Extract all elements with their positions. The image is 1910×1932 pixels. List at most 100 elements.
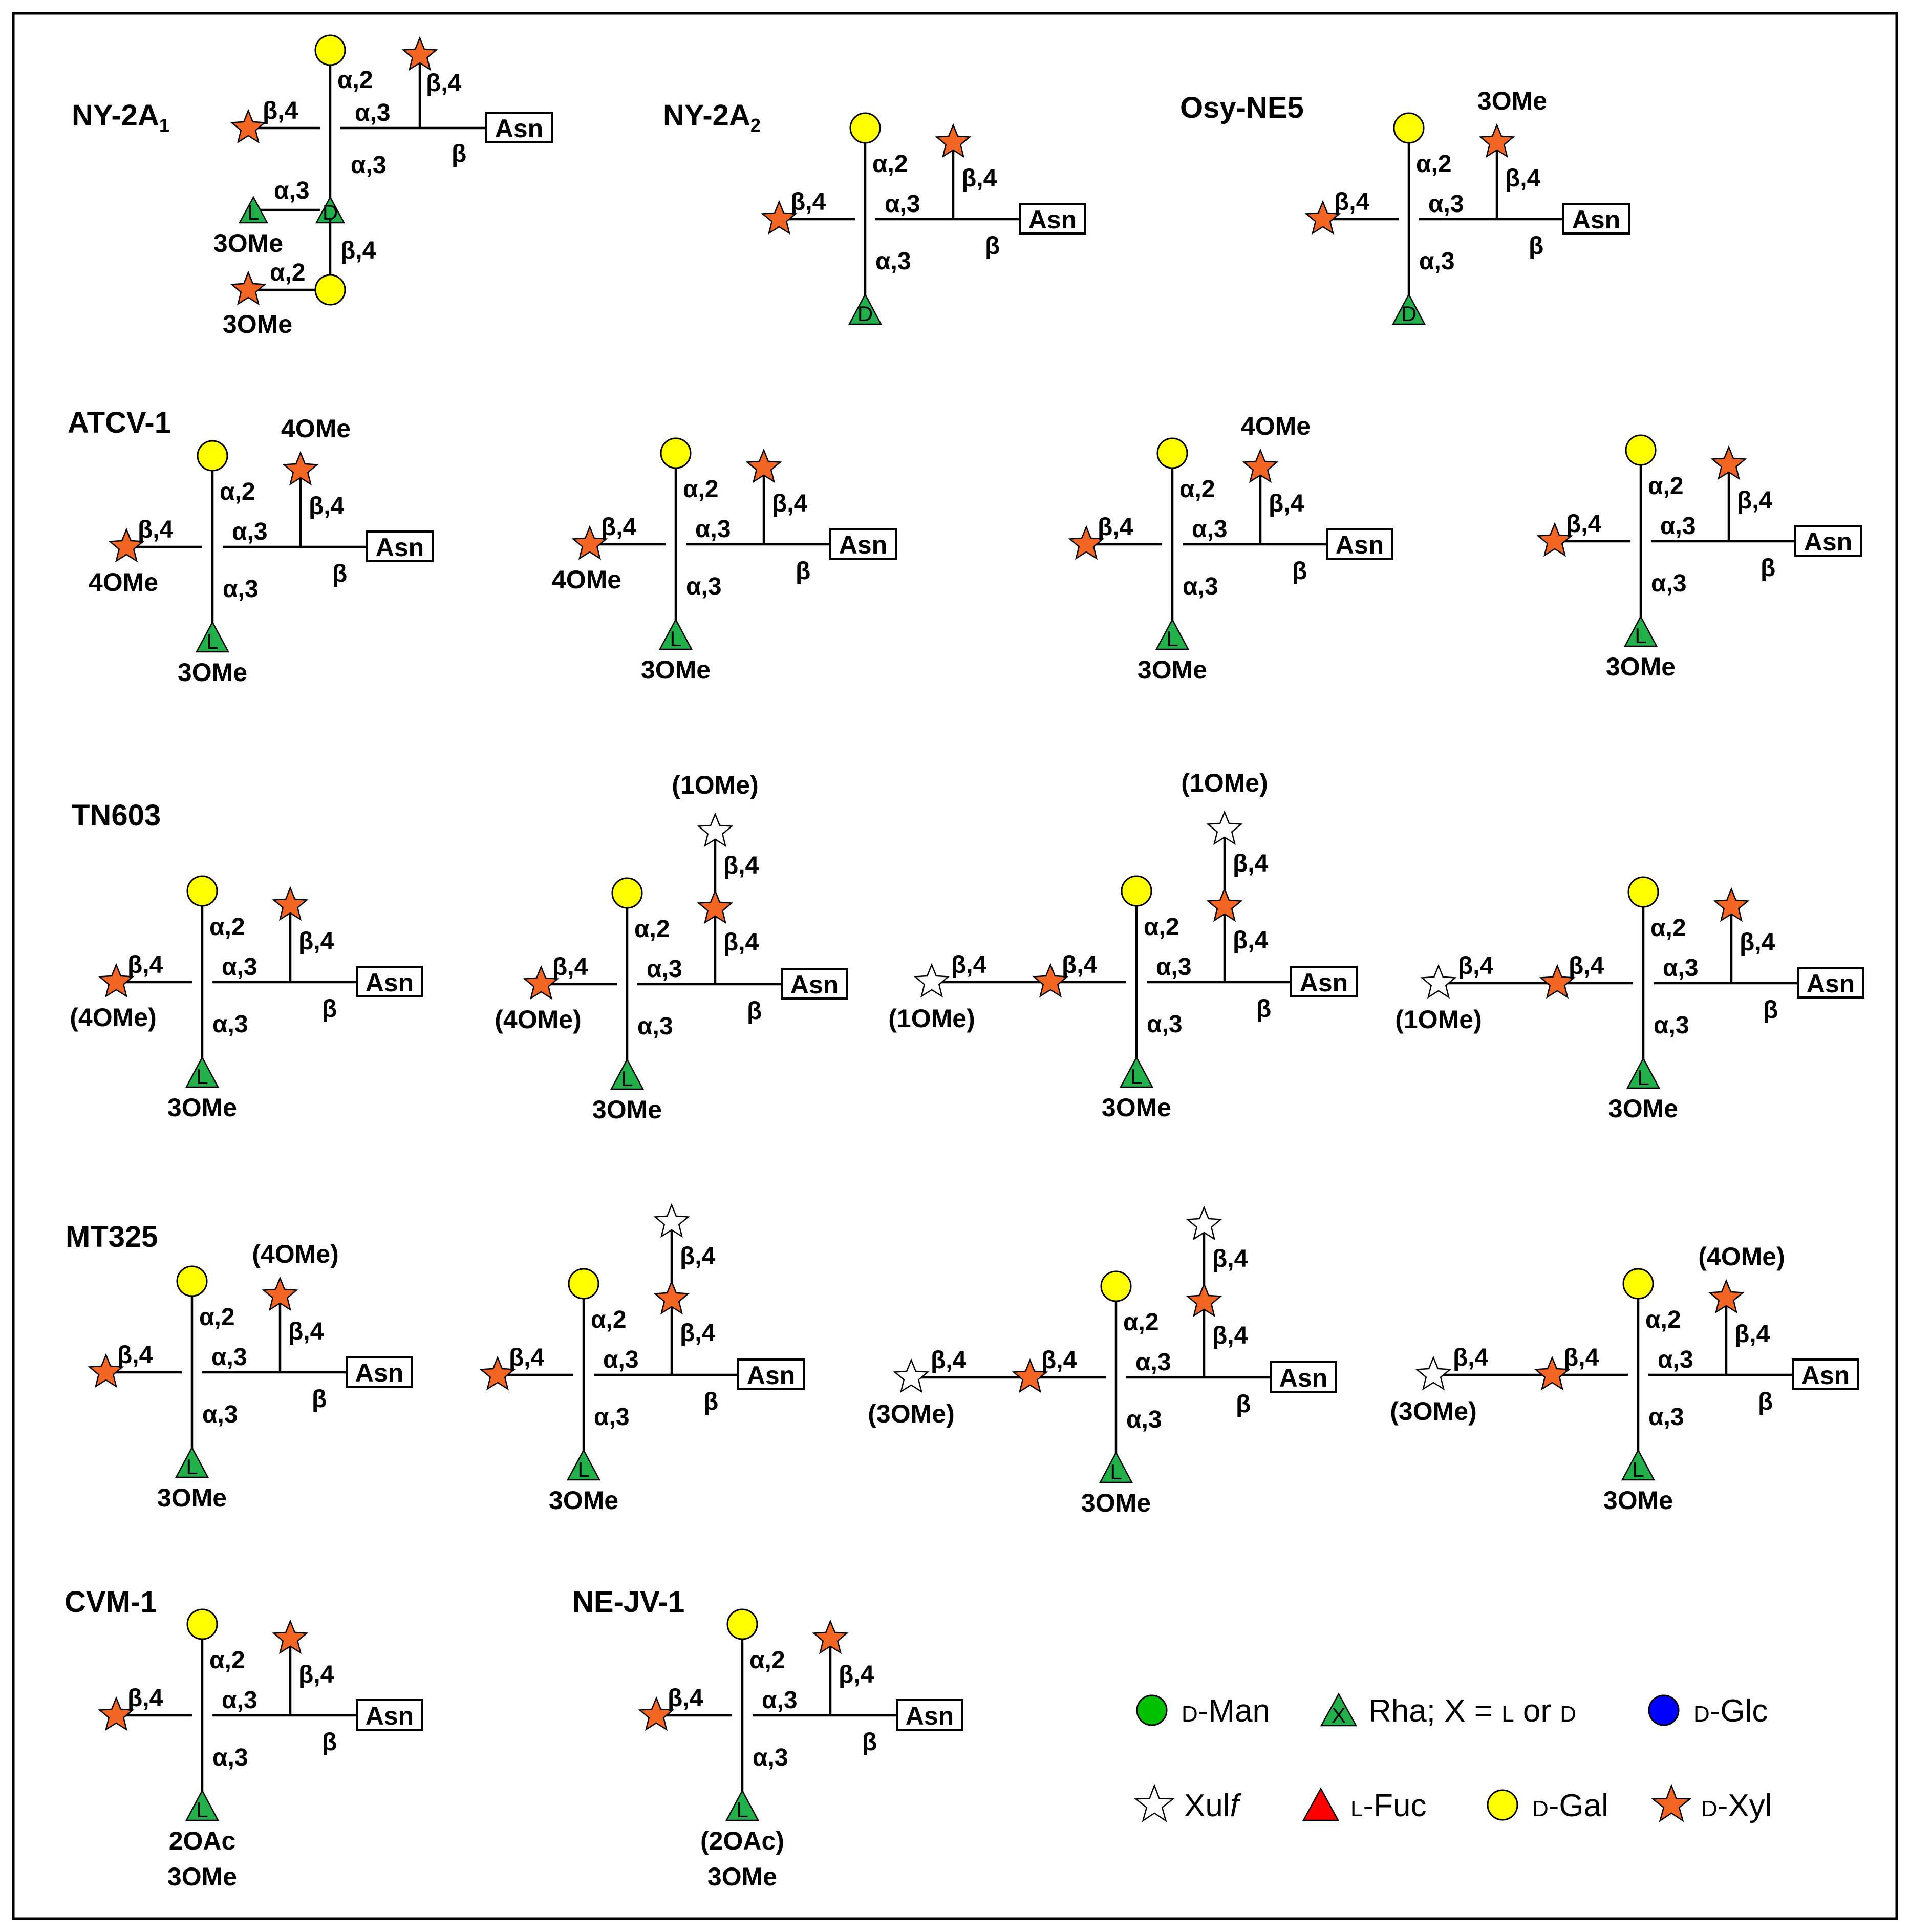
glycan-title: CVM-1 bbox=[65, 1585, 157, 1619]
asn-label: Asn bbox=[906, 1702, 954, 1730]
linkage-b4: β,4 bbox=[1098, 514, 1133, 541]
asn-label: Asn bbox=[790, 970, 839, 999]
xulf-star bbox=[697, 812, 734, 847]
rha-modification: 3OMe bbox=[1138, 655, 1207, 684]
xyl-star bbox=[1032, 963, 1069, 998]
linkage-b4: β,4 bbox=[127, 951, 163, 979]
legend-text: D-Xyl bbox=[1701, 1788, 1772, 1823]
rha-modification: 3OMe bbox=[157, 1483, 227, 1512]
linkage-beta: β bbox=[322, 1729, 337, 1756]
linkage-a3: α,3 bbox=[1648, 1404, 1684, 1431]
linkage-a2: α,2 bbox=[1179, 476, 1215, 503]
legend-star bbox=[1651, 1784, 1692, 1822]
asn-label: Asn bbox=[1807, 969, 1855, 998]
rha-triangle bbox=[1623, 615, 1658, 647]
asn-box bbox=[356, 966, 423, 997]
linkage-a3: α,3 bbox=[603, 1346, 639, 1373]
linkage-beta: β bbox=[1758, 1388, 1773, 1415]
gal-circle bbox=[314, 34, 346, 66]
glycan-title: NE-JV-1 bbox=[572, 1585, 684, 1619]
rha-modification: 3OMe bbox=[592, 1095, 662, 1124]
asn-label: Asn bbox=[1336, 530, 1384, 559]
linkage-beta: β bbox=[703, 1388, 718, 1415]
linkage-a3: α,3 bbox=[1651, 570, 1687, 597]
glycan-title: NY-2A2 bbox=[663, 99, 761, 136]
linkage-b4: β,4 bbox=[1269, 490, 1304, 517]
asn-box bbox=[1290, 966, 1358, 997]
rha-letter: L bbox=[736, 1798, 748, 1822]
asn-label: Asn bbox=[1572, 205, 1620, 234]
linkage-a3: α,3 bbox=[1419, 248, 1455, 275]
linkage-b4: β,4 bbox=[601, 514, 637, 541]
rha-triangle bbox=[1155, 618, 1190, 650]
linkage-a3: α,3 bbox=[1126, 1406, 1162, 1433]
asn-box bbox=[1792, 1358, 1859, 1390]
xyl-star bbox=[812, 1619, 849, 1654]
rha-letter: L bbox=[196, 1065, 208, 1089]
linkage-beta: β bbox=[1763, 996, 1778, 1024]
linkage-beta: β bbox=[1256, 995, 1271, 1023]
xulf-modification: (3OMe) bbox=[1390, 1397, 1476, 1426]
rha-letter: L bbox=[206, 629, 218, 653]
gal-circle bbox=[849, 112, 881, 144]
xyl-star bbox=[571, 525, 608, 560]
xyl-modification: 4OMe bbox=[552, 565, 621, 594]
rha-triangle bbox=[566, 1449, 601, 1481]
linkage-a2: α,2 bbox=[749, 1647, 785, 1674]
linkage-b4: β,4 bbox=[1212, 1245, 1248, 1272]
xyl-star bbox=[1068, 525, 1105, 560]
linkage-b4: β,4 bbox=[552, 953, 588, 981]
xyl-star bbox=[1710, 445, 1747, 480]
asn-box bbox=[366, 530, 434, 562]
linkage-b4: β,4 bbox=[426, 70, 462, 97]
linkage-b4: β,4 bbox=[680, 1243, 716, 1270]
linkage-a3: α,3 bbox=[355, 99, 391, 126]
legend-item: L-Fuc bbox=[1302, 1787, 1426, 1823]
linkage-beta: β bbox=[862, 1729, 877, 1756]
linkage-beta: β bbox=[322, 995, 337, 1023]
xulf-modification: (1OMe) bbox=[672, 771, 758, 799]
linkage-a3: α,3 bbox=[885, 190, 920, 218]
xulf-star bbox=[1206, 810, 1243, 845]
gal-circle bbox=[1393, 112, 1425, 144]
asn-label: Asn bbox=[747, 1361, 795, 1390]
rha-modification: 3OMe bbox=[1608, 1094, 1678, 1123]
xyl-modification: (4OMe) bbox=[252, 1240, 338, 1268]
linkage-b4: β,4 bbox=[1569, 952, 1604, 980]
rha-letter: D bbox=[857, 302, 873, 326]
linkage-a3: α,3 bbox=[1183, 573, 1218, 600]
linkage-b4: β,4 bbox=[1458, 952, 1494, 980]
legend-circle bbox=[1648, 1694, 1680, 1726]
linkage-a3: α,3 bbox=[211, 1344, 247, 1371]
rha-triangle bbox=[185, 1789, 220, 1821]
legend-item: D-Glc bbox=[1648, 1693, 1768, 1729]
linkage-b4: β,4 bbox=[1740, 929, 1775, 956]
xyl-star bbox=[1536, 522, 1573, 557]
linkage-a2: α,2 bbox=[337, 67, 373, 94]
linkage-a3: α,3 bbox=[222, 1687, 257, 1714]
linkage-b4: β,4 bbox=[1334, 188, 1370, 216]
legend-triangle bbox=[1320, 1692, 1358, 1727]
linkage-b4: β,4 bbox=[1453, 1344, 1489, 1371]
legend-item: Xulf bbox=[1134, 1784, 1242, 1823]
linkage-b4: β,4 bbox=[1566, 511, 1602, 538]
rha-triangle bbox=[175, 1446, 209, 1478]
rha-modification: 3OMe bbox=[707, 1862, 777, 1891]
asn-label: Asn bbox=[1804, 527, 1852, 556]
asn-box bbox=[1797, 967, 1864, 999]
rha-modification: 2OAc bbox=[169, 1827, 236, 1855]
linkage-b4: β,4 bbox=[127, 1685, 163, 1712]
xyl-star bbox=[745, 448, 782, 483]
linkage-a3: α,3 bbox=[202, 1401, 238, 1428]
xyl-star bbox=[1708, 1279, 1745, 1314]
rha-triangle bbox=[848, 293, 883, 325]
gal-circle bbox=[660, 437, 692, 469]
linkage-b4: β,4 bbox=[680, 1320, 716, 1347]
